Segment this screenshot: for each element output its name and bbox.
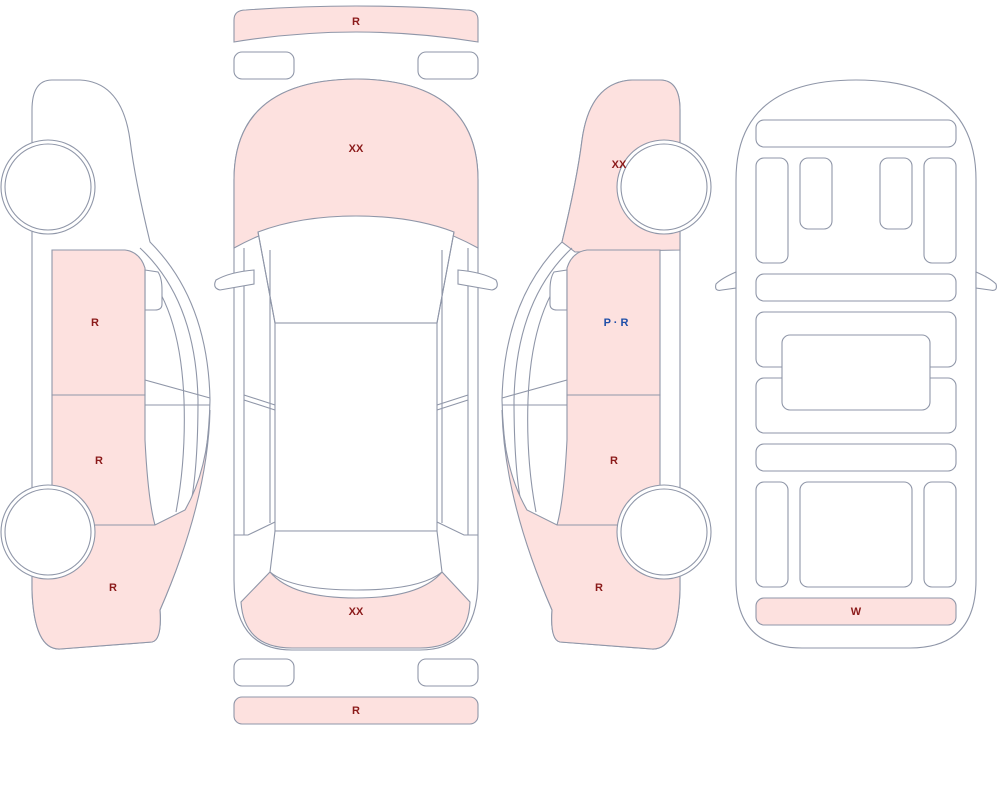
trunk-lid-label: XX bbox=[349, 606, 364, 618]
right-front-door[interactable] bbox=[566, 249, 661, 396]
rear-bumper[interactable] bbox=[233, 696, 479, 725]
right-pillar-lines bbox=[501, 379, 568, 406]
underbody-spare-tire-well[interactable] bbox=[799, 481, 913, 588]
left-rear-wheel[interactable] bbox=[4, 488, 92, 576]
left-headlight[interactable] bbox=[233, 51, 295, 80]
top-left-side-lines bbox=[234, 231, 276, 536]
right-rear-quarter-label: R bbox=[595, 582, 603, 594]
right-front-fender-label: XX bbox=[612, 159, 627, 171]
underbody-front-crossmember[interactable] bbox=[755, 119, 957, 148]
right-headlight[interactable] bbox=[417, 51, 479, 80]
left-rear-quarter[interactable] bbox=[31, 409, 211, 650]
left-side-view: R R R bbox=[0, 79, 211, 650]
rear-window[interactable] bbox=[269, 530, 443, 591]
underbody-rear-crossmember[interactable] bbox=[755, 443, 957, 472]
right-mirror bbox=[549, 269, 568, 311]
right-taillight[interactable] bbox=[417, 658, 479, 687]
underbody-front-floor[interactable] bbox=[755, 273, 957, 302]
underbody-right-rear-rail[interactable] bbox=[923, 481, 957, 588]
left-front-door-label: R bbox=[91, 317, 99, 329]
top-right-mirror[interactable] bbox=[457, 269, 498, 291]
left-window-line bbox=[139, 247, 199, 509]
hood-label: XX bbox=[349, 143, 364, 155]
windshield[interactable] bbox=[257, 215, 455, 324]
underbody-right-mirror bbox=[975, 271, 997, 291]
underbody-center-tunnel[interactable] bbox=[781, 334, 931, 411]
underbody-left-front-mount[interactable] bbox=[799, 157, 833, 230]
left-taillight[interactable] bbox=[233, 658, 295, 687]
top-left-mirror[interactable] bbox=[214, 269, 255, 291]
right-rear-door-label: R bbox=[610, 455, 618, 467]
underbody-rear-panel[interactable] bbox=[755, 597, 957, 626]
underbody-view: W bbox=[715, 79, 997, 649]
underbody-left-front-rail[interactable] bbox=[755, 157, 789, 264]
right-front-wheel[interactable] bbox=[620, 143, 708, 231]
right-rear-quarter[interactable] bbox=[501, 409, 681, 650]
right-window-line bbox=[513, 247, 573, 509]
left-rear-door-label: R bbox=[95, 455, 103, 467]
rear-bumper-label: R bbox=[352, 705, 360, 717]
left-front-door[interactable] bbox=[51, 249, 146, 396]
front-bumper[interactable] bbox=[233, 5, 479, 43]
underbody-right-front-mount[interactable] bbox=[879, 157, 913, 230]
roof[interactable] bbox=[274, 322, 438, 532]
left-rear-quarter-label: R bbox=[109, 582, 117, 594]
underbody-right-front-rail[interactable] bbox=[923, 157, 957, 264]
left-front-wheel[interactable] bbox=[4, 143, 92, 231]
top-right-side-lines bbox=[436, 231, 478, 536]
left-mirror bbox=[144, 269, 163, 311]
top-view: R XX XX R bbox=[214, 5, 498, 725]
left-pillar-lines bbox=[144, 379, 211, 406]
right-side-view: XX P · R R R bbox=[501, 79, 712, 650]
right-rear-wheel[interactable] bbox=[620, 488, 708, 576]
underbody-left-rear-rail[interactable] bbox=[755, 481, 789, 588]
underbody-rear-panel-label: W bbox=[851, 606, 862, 618]
front-bumper-label: R bbox=[352, 16, 360, 28]
right-front-door-label: P · R bbox=[604, 317, 629, 329]
trunk-lid[interactable] bbox=[240, 571, 471, 649]
underbody-left-mirror bbox=[715, 271, 737, 291]
